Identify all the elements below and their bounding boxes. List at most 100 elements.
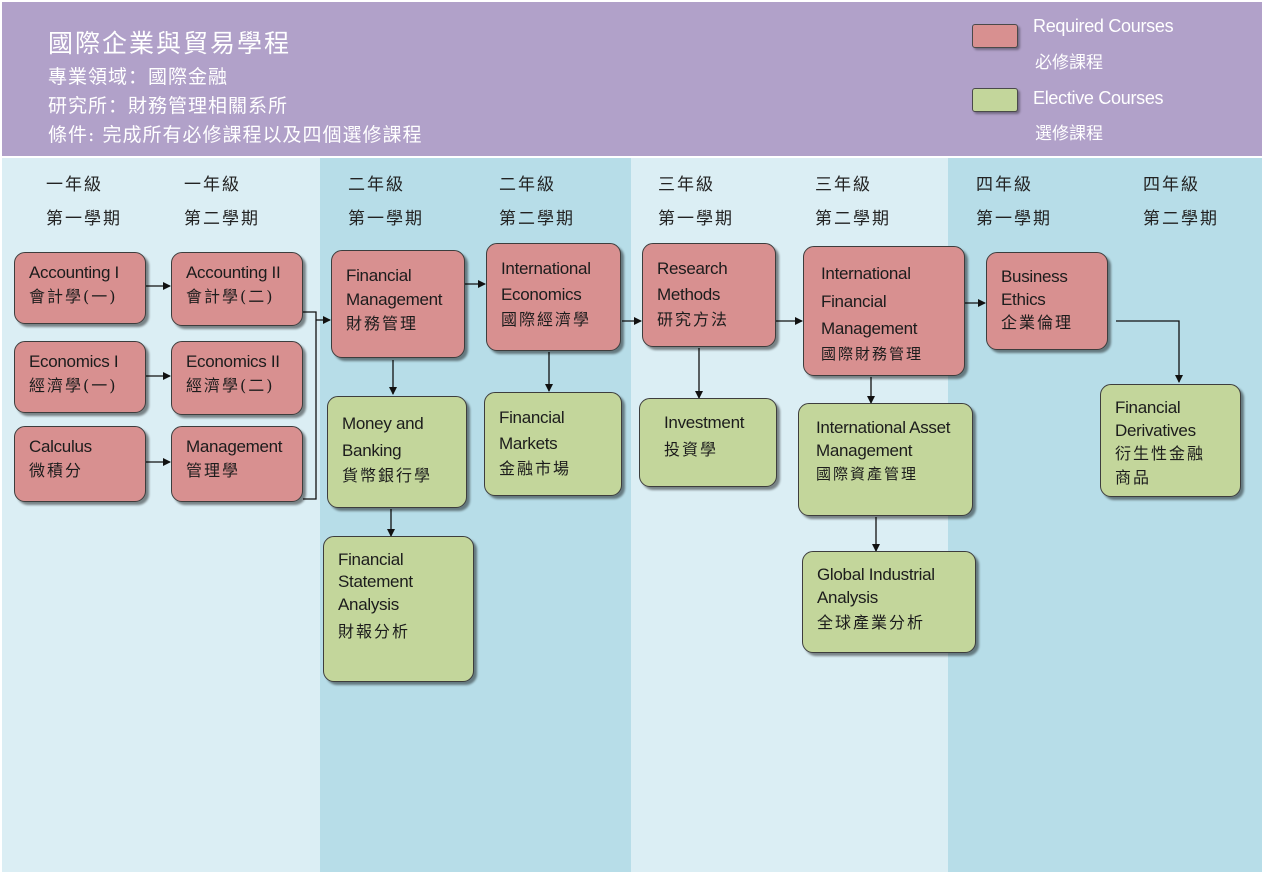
course-name-zh: 國際財務管理	[821, 345, 924, 363]
course-financial-markets[interactable]: Financial Markets 金融市場	[484, 392, 622, 496]
course-accounting-1[interactable]: Accounting I 會計學(一)	[14, 252, 146, 324]
course-calculus[interactable]: Calculus 微積分	[14, 426, 146, 502]
course-money-and-banking[interactable]: Money and Banking 貨幣銀行學	[327, 396, 467, 508]
course-name-en: Financial	[499, 408, 565, 427]
course-name-en: Financial	[338, 550, 404, 569]
course-name-en: Management	[186, 437, 283, 456]
course-research-methods[interactable]: Research Methods 研究方法	[642, 243, 776, 347]
program-requirement: 條件: 完成所有必修課程以及四個選修課程	[48, 124, 423, 146]
course-name-en: Money and	[342, 414, 424, 433]
course-name-en: Economics I	[29, 352, 119, 371]
term-header: 一年級 第二學期	[184, 168, 260, 236]
course-name-en: International	[821, 264, 911, 283]
course-accounting-2[interactable]: Accounting II 會計學(二)	[171, 252, 303, 326]
course-name-en: Economics	[501, 285, 582, 304]
course-name-en: Derivatives	[1115, 421, 1196, 440]
term-semester: 第一學期	[976, 209, 1052, 229]
course-financial-statement-analysis[interactable]: Financial Statement Analysis 財報分析	[323, 536, 474, 682]
term-semester: 第一學期	[46, 209, 122, 229]
course-name-zh: 全球產業分析	[817, 613, 926, 632]
term-year: 一年級	[46, 175, 103, 195]
term-header: 二年級 第二學期	[499, 168, 575, 236]
course-name-en: Research	[657, 259, 728, 278]
term-semester: 第二學期	[815, 209, 891, 229]
course-financial-derivatives[interactable]: Financial Derivatives 衍生性金融 商品	[1100, 384, 1241, 497]
course-economics-2[interactable]: Economics II 經濟學(二)	[171, 341, 303, 415]
course-name-zh: 財務管理	[346, 314, 419, 333]
term-year: 四年級	[1143, 175, 1200, 195]
term-year: 二年級	[499, 175, 556, 195]
course-name-zh: 會計學(二)	[186, 287, 275, 306]
course-business-ethics[interactable]: Business Ethics 企業倫理	[986, 252, 1108, 350]
course-name-en: Investment	[664, 413, 745, 432]
course-name-zh: 衍生性金融	[1115, 444, 1206, 463]
course-name-zh: 會計學(一)	[29, 287, 118, 306]
course-name-zh: 研究方法	[657, 310, 730, 329]
legend-required-label-zh: 必修課程	[1035, 53, 1103, 73]
course-name-en: Accounting II	[186, 263, 281, 282]
course-name-zh: 財報分析	[338, 622, 411, 641]
course-financial-management[interactable]: Financial Management 財務管理	[331, 250, 465, 358]
course-name-en: Calculus	[29, 437, 92, 456]
term-year: 一年級	[184, 175, 241, 195]
term-semester: 第二學期	[499, 209, 575, 229]
course-name-en: Ethics	[1001, 290, 1046, 309]
course-name-zh: 微積分	[29, 461, 84, 480]
term-header: 四年級 第一學期	[976, 168, 1052, 236]
course-global-industrial-analysis[interactable]: Global Industrial Analysis 全球產業分析	[802, 551, 976, 653]
legend-elective-label-zh: 選修課程	[1035, 124, 1103, 144]
course-name-en: Financial	[1115, 398, 1181, 417]
term-header: 三年級 第二學期	[815, 168, 891, 236]
course-international-economics[interactable]: International Economics 國際經濟學	[486, 243, 621, 351]
course-name-en: Accounting I	[29, 263, 119, 282]
course-name-en: Management	[821, 319, 918, 338]
course-name-en: International	[501, 259, 591, 278]
program-header: 國際企業與貿易學程 專業領域：國際金融 研究所：財務管理相關系所 條件: 完成所…	[2, 2, 1262, 156]
course-name-en: Methods	[657, 285, 721, 304]
term-semester: 第二學期	[184, 209, 260, 229]
legend-required-swatch	[972, 24, 1018, 48]
legend-required-label: Required Courses	[1033, 16, 1174, 36]
course-name-en: Management	[346, 290, 443, 309]
course-name-en: Analysis	[338, 595, 399, 614]
legend-elective-label: Elective Courses	[1033, 88, 1164, 108]
term-header: 一年級 第一學期	[46, 168, 122, 236]
course-name-zh: 經濟學(二)	[186, 376, 275, 395]
course-name-en: Analysis	[817, 588, 878, 607]
course-name-en: Economics II	[186, 352, 280, 371]
course-name-zh: 金融市場	[499, 459, 572, 478]
course-investment[interactable]: Investment 投資學	[639, 398, 777, 487]
term-header: 三年級 第一學期	[658, 168, 734, 236]
course-name-en: Financial	[346, 266, 412, 285]
term-header: 二年級 第一學期	[348, 168, 424, 236]
term-year: 二年級	[348, 175, 405, 195]
program-title: 國際企業與貿易學程	[48, 29, 292, 58]
course-name-en: Global Industrial	[817, 565, 935, 584]
term-semester: 第一學期	[658, 209, 734, 229]
course-name-en: Financial	[821, 292, 887, 311]
course-name-zh: 經濟學(一)	[29, 376, 118, 395]
program-field: 專業領域：國際金融	[48, 66, 229, 88]
course-name-zh: 企業倫理	[1001, 313, 1074, 332]
term-year: 三年級	[815, 175, 872, 195]
course-name-en: Markets	[499, 434, 558, 453]
course-international-financial-management[interactable]: International Financial Management 國際財務管…	[803, 246, 965, 376]
term-year: 三年級	[658, 175, 715, 195]
legend-elective-swatch	[972, 88, 1018, 112]
course-name-en: Business	[1001, 267, 1068, 286]
course-name-zh: 國際資產管理	[816, 465, 919, 483]
course-name-zh: 貨幣銀行學	[342, 466, 433, 485]
course-name-zh: 國際經濟學	[501, 310, 592, 329]
term-semester: 第二學期	[1143, 209, 1219, 229]
course-name-en: International Asset	[816, 418, 951, 437]
program-graduate-dept: 研究所：財務管理相關系所	[48, 95, 289, 117]
term-semester: 第一學期	[348, 209, 424, 229]
course-name-zh: 商品	[1115, 468, 1152, 487]
course-name-zh: 投資學	[664, 440, 719, 459]
course-name-en: Statement	[338, 572, 413, 591]
course-international-asset-management[interactable]: International Asset Management 國際資產管理	[798, 403, 973, 516]
course-management[interactable]: Management 管理學	[171, 426, 303, 502]
course-name-zh: 管理學	[186, 461, 241, 480]
course-name-en: Banking	[342, 441, 402, 460]
course-economics-1[interactable]: Economics I 經濟學(一)	[14, 341, 146, 413]
